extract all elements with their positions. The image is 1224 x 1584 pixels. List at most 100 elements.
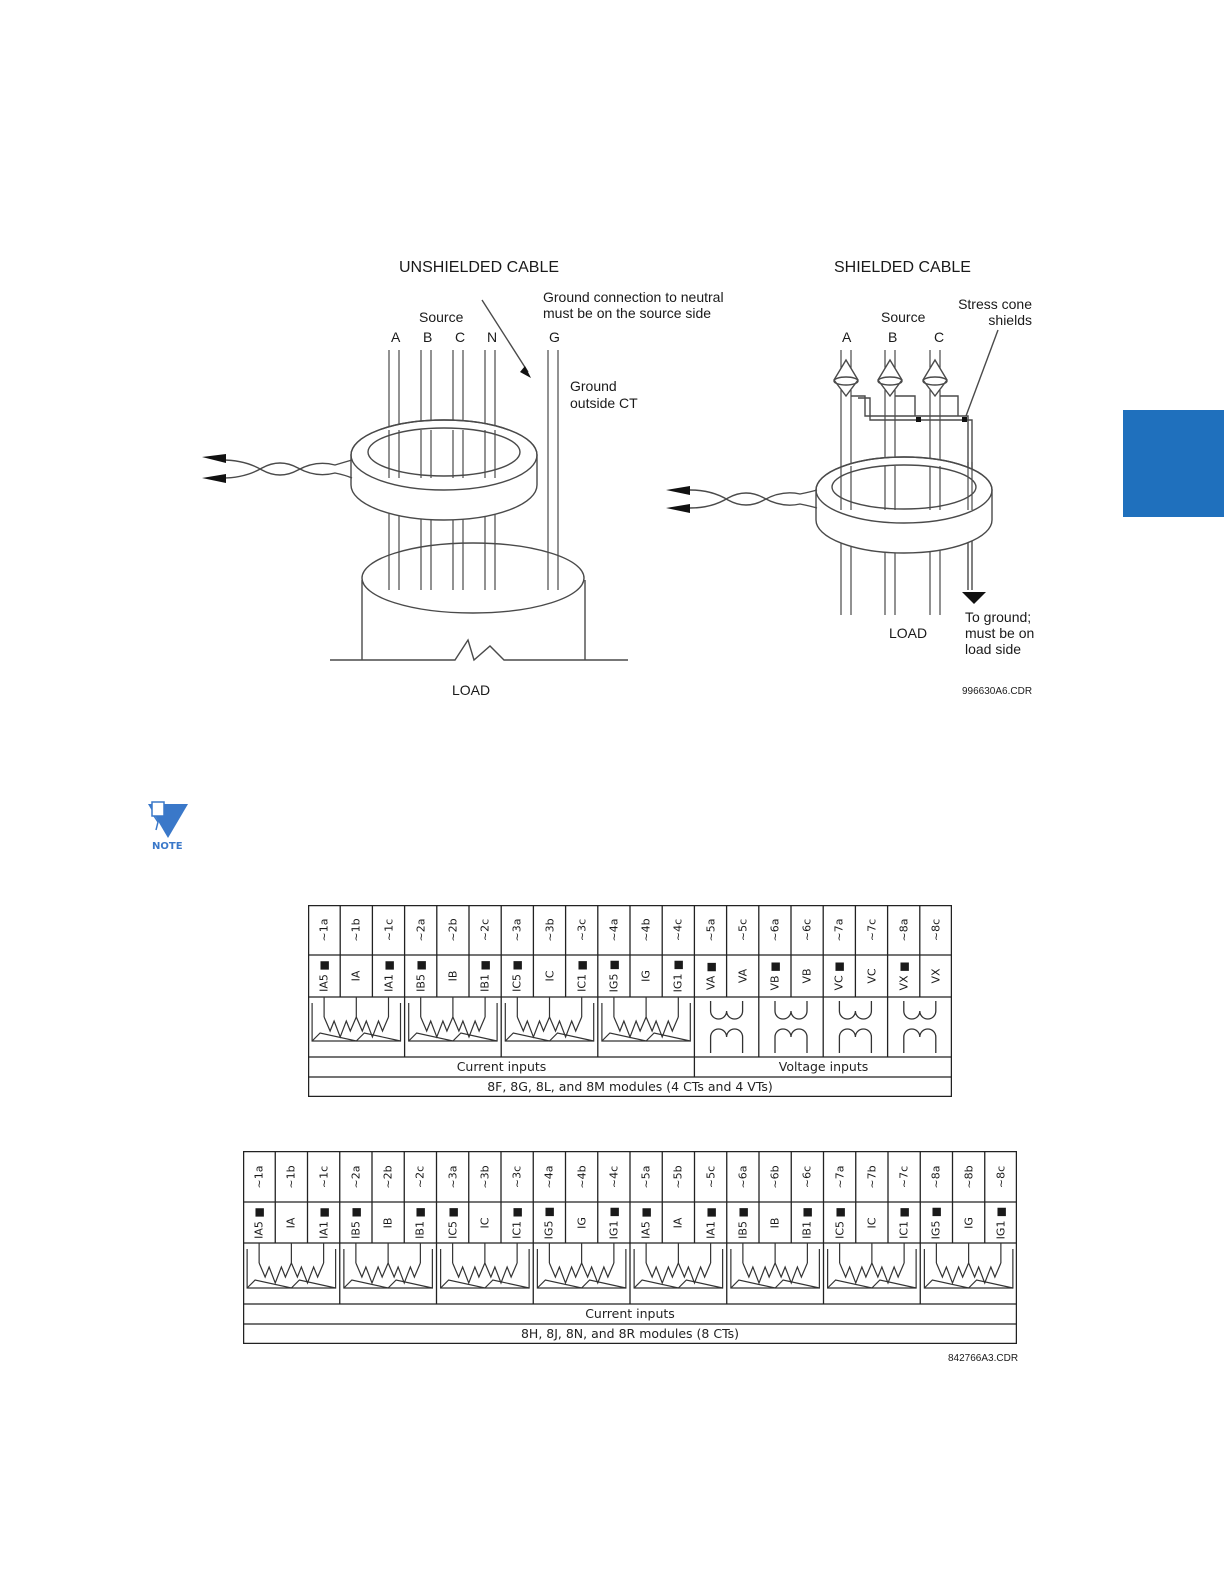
vt-symbol bbox=[774, 1001, 808, 1053]
figure1-code: 996630A6.CDR bbox=[962, 686, 1033, 697]
terminal-label: ~6a bbox=[736, 1165, 750, 1188]
phase-label-n: N bbox=[487, 329, 498, 345]
signal-label: IB5 ■ bbox=[736, 1206, 750, 1239]
signal-label: IG5 ■ bbox=[929, 1206, 943, 1239]
signal-label: VC ■ bbox=[832, 961, 846, 991]
ct-symbol bbox=[536, 1243, 627, 1289]
note-label: NOTE bbox=[152, 841, 183, 852]
terminal-label: ~3c bbox=[510, 1165, 524, 1188]
terminal-label: ~8b bbox=[962, 1164, 976, 1189]
terminal-label: ~6b bbox=[768, 1164, 782, 1189]
table1-caption: 8F, 8G, 8L, and 8M modules (4 CTs and 4 … bbox=[487, 1079, 773, 1094]
signal-label: VA bbox=[736, 968, 750, 984]
terminal-label: ~8c bbox=[929, 918, 943, 942]
terminal-label: ~4b bbox=[639, 918, 653, 942]
signal-label: IB1 ■ bbox=[800, 1206, 814, 1239]
terminal-label: ~5b bbox=[671, 1164, 685, 1189]
terminal-label: ~2c bbox=[478, 918, 492, 942]
signal-label: IG1 ■ bbox=[607, 1206, 621, 1239]
shielded-title: SHIELDED CABLE bbox=[834, 259, 971, 276]
ct-symbol bbox=[633, 1243, 724, 1289]
terminal-label: ~3a bbox=[446, 1165, 460, 1188]
ct-symbol bbox=[440, 1243, 530, 1289]
terminal-label: ~2b bbox=[446, 918, 460, 942]
signal-label: IG bbox=[575, 1216, 589, 1229]
signal-label: IA bbox=[284, 1217, 298, 1228]
vt-symbol bbox=[838, 1001, 873, 1053]
terminal-label: ~4c bbox=[607, 1165, 621, 1188]
terminal-label: ~1c bbox=[317, 1165, 331, 1188]
note-icon-block: NOTE bbox=[144, 800, 192, 856]
signal-label: IC1 ■ bbox=[575, 960, 589, 992]
signal-label: VX bbox=[929, 968, 943, 984]
terminal-label: ~8c bbox=[994, 1165, 1008, 1188]
terminal-label: ~7a bbox=[833, 1165, 847, 1188]
table2-caption: 8H, 8J, 8N, and 8R modules (8 CTs) bbox=[520, 1326, 740, 1341]
phase-label-g: G bbox=[549, 329, 560, 345]
terminal-label: ~1c bbox=[382, 918, 395, 942]
unshielded-title: UNSHIELDED CABLE bbox=[399, 259, 560, 276]
vt-symbol bbox=[903, 1001, 937, 1053]
terminal-label: ~7b bbox=[865, 1164, 879, 1189]
ground-note-line2: must be on the source side bbox=[543, 305, 712, 321]
terminal-label: ~5c bbox=[704, 1165, 718, 1188]
unshielded-source-label: Source bbox=[419, 309, 464, 325]
signal-label: IA bbox=[349, 970, 363, 982]
signal-label: IC1 ■ bbox=[897, 1206, 911, 1239]
table1-grid bbox=[308, 905, 952, 1097]
note-hand-icon bbox=[148, 801, 188, 838]
signal-label: IA5 ■ bbox=[252, 1206, 266, 1239]
signal-label: VB ■ bbox=[768, 961, 782, 991]
terminal-label: ~8a bbox=[929, 1165, 943, 1188]
terminal-label: ~1a bbox=[317, 918, 331, 942]
signal-label: IB1 ■ bbox=[478, 960, 492, 992]
terminal-label: ~7c bbox=[865, 918, 878, 942]
signal-label: IC bbox=[865, 1217, 879, 1228]
signal-label: IC5 ■ bbox=[510, 960, 524, 992]
signal-label: IB bbox=[768, 1217, 782, 1228]
signal-label: IB bbox=[381, 1217, 395, 1228]
phase-label-a: A bbox=[391, 329, 401, 345]
terminal-label: ~5a bbox=[639, 1165, 653, 1188]
signal-label: IC bbox=[543, 970, 556, 982]
ct-symbol bbox=[504, 997, 595, 1042]
signal-label: IC bbox=[478, 1217, 492, 1228]
figure2-code: 842766A3.CDR bbox=[948, 1353, 1019, 1364]
signal-label: IG bbox=[962, 1216, 976, 1229]
signal-label: IA1 ■ bbox=[382, 960, 395, 992]
signal-label: IA bbox=[671, 1217, 685, 1228]
terminal-label: ~2c bbox=[413, 1165, 427, 1188]
terminal-label: ~4a bbox=[607, 918, 621, 942]
terminal-label: ~3b bbox=[478, 1164, 492, 1189]
shielded-phase-a: A bbox=[842, 329, 852, 345]
shielded-phase-c: C bbox=[934, 329, 945, 345]
shielded-load-label: LOAD bbox=[889, 625, 928, 641]
to-ground-line3: load side bbox=[965, 641, 1022, 657]
signal-label: IG bbox=[639, 970, 653, 982]
shielded-source-label: Source bbox=[881, 309, 926, 325]
signal-label: IG5 ■ bbox=[607, 959, 621, 993]
ground-note-line1: Ground connection to neutral bbox=[543, 289, 724, 305]
signal-label: IC5 ■ bbox=[833, 1206, 847, 1239]
terminal-label: ~6c bbox=[800, 1165, 814, 1188]
ground-outside-line1: Ground bbox=[570, 378, 617, 394]
signal-label: IG5 ■ bbox=[542, 1206, 556, 1239]
terminal-label: ~1b bbox=[284, 1164, 298, 1189]
section-tab bbox=[1123, 410, 1224, 517]
terminal-label: ~1a bbox=[252, 1165, 266, 1188]
terminal-label: ~3b bbox=[543, 918, 556, 942]
terminal-label: ~3a bbox=[510, 918, 524, 942]
ct-symbol bbox=[343, 1243, 433, 1289]
signal-label: VB bbox=[800, 968, 814, 984]
ct-symbol bbox=[827, 1243, 917, 1289]
terminal-label: ~2b bbox=[381, 1164, 395, 1189]
stress-cone-line1: Stress cone bbox=[958, 296, 1032, 312]
shielded-phase-b: B bbox=[888, 329, 898, 345]
signal-label: VX ■ bbox=[897, 961, 911, 991]
signal-label: VC bbox=[865, 968, 878, 984]
ct-symbol bbox=[408, 997, 498, 1042]
terminal-label: ~4b bbox=[575, 1164, 589, 1189]
signal-label: IG1 ■ bbox=[994, 1206, 1008, 1239]
signal-label: IA5 ■ bbox=[639, 1206, 653, 1239]
